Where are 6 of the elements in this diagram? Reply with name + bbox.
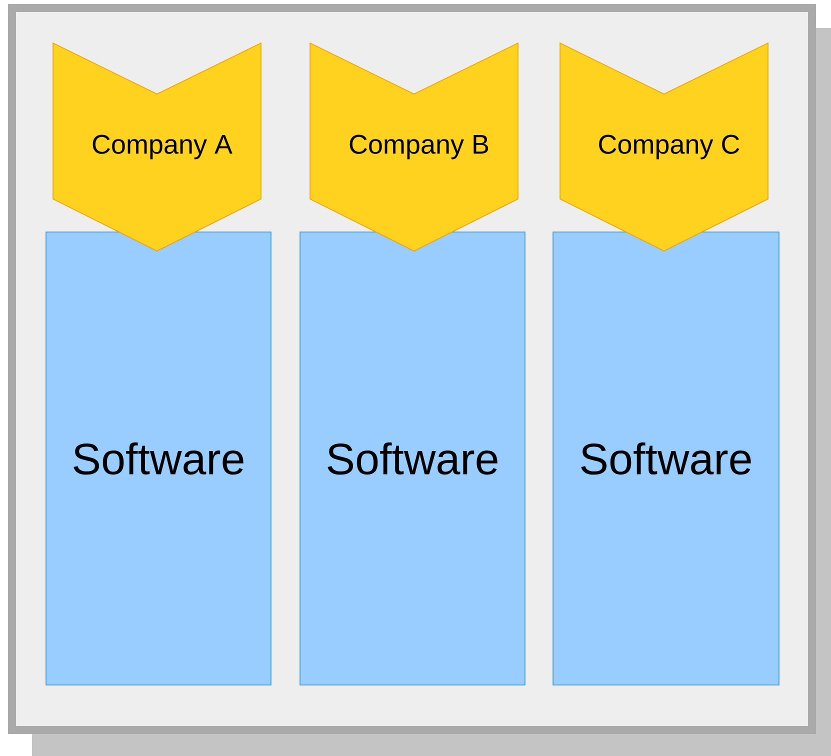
- chevron: Company C: [560, 42, 768, 252]
- software-box: Software: [552, 232, 780, 686]
- chevron: Company A: [52, 42, 262, 252]
- chevron: Company B: [310, 42, 518, 252]
- software-box: Software: [300, 232, 526, 686]
- software-box: Software: [46, 232, 272, 686]
